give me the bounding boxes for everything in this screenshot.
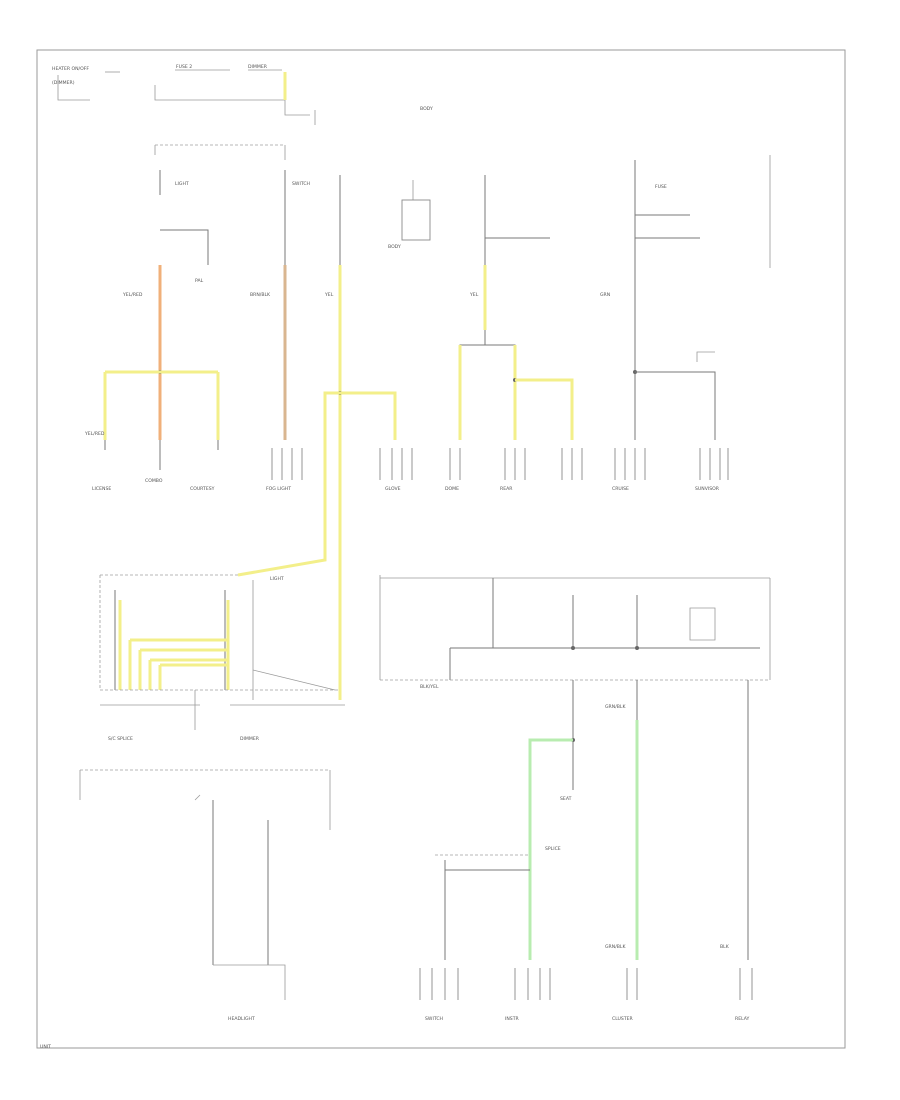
yellow-center-circuit [237,175,413,700]
left-feed-circuit [103,170,220,470]
seat-label: SEAT [560,796,572,802]
instr-label: INSTR [505,1016,520,1022]
combo-label: COMBO [145,478,163,484]
center-component-box [401,180,431,241]
wire-color-label: GRN/BLK [605,944,626,950]
switch-lower-label: SWITCH [425,1016,443,1022]
lower-left-circuit [79,769,331,1000]
dimmer-label: (DIMMER) [52,80,75,86]
light-module-label: LIGHT [270,576,284,582]
wire-color-label: BRN/BLK [250,292,271,298]
glove-box-label: GLOVE [385,486,401,492]
dimmer-module-label: DIMMER [240,736,260,742]
fuse-label: FUSE 2 [176,64,192,70]
wire-color-label: GRN/BLK [605,704,626,710]
heater-switch-label: HEATER ON/OFF [52,66,89,72]
body-label: BODY [420,106,433,112]
sunvisor-label: SUNVISOR [695,486,720,492]
cluster-label: CLUSTER [612,1016,634,1022]
switch-label: SWITCH [292,181,310,187]
diagram-border [36,49,846,1049]
wire-color-label: YEL/RED [122,292,143,298]
wire-color-label: YEL [469,292,479,298]
license-light-label: LICENSE [92,486,111,492]
far-right-upper-circuit [614,155,771,480]
wire-color-label: BLK [720,944,730,950]
right-middle-module [379,575,771,960]
rear-label: REAR [500,486,513,492]
light-label: LIGHT [175,181,189,187]
headlight-label: HEADLIGHT [228,1016,255,1022]
body-connector-label: BODY [388,244,401,250]
splice-label: S/C SPLICE [108,736,133,742]
courtesy-label: COURTESY [190,486,215,492]
lower-right-circuit [419,720,753,1000]
unit-label: UNIT [40,1044,51,1050]
brown-circuit [271,170,303,480]
fuse-right-label: FUSE [655,184,667,190]
cruise-label: CRUISE [612,486,629,492]
relay-label: RELAY [735,1016,750,1022]
right-upper-circuit [449,175,583,480]
splice-lower-label: SPLICE [545,846,561,852]
top-left-switch-group [57,69,316,160]
wire-color-label: YEL/RED [84,431,105,437]
left-middle-module [99,574,345,730]
wire-color-label: GRN [600,292,610,298]
dome-label: DOME [445,486,459,492]
fog-light-label: FOG LIGHT [266,486,291,492]
pal-label: PAL [195,278,204,284]
wire-color-label: BLK/YEL [420,684,439,690]
dimmer-switch-label: DIMMER [248,64,268,70]
wire-color-label: YEL [324,292,334,298]
